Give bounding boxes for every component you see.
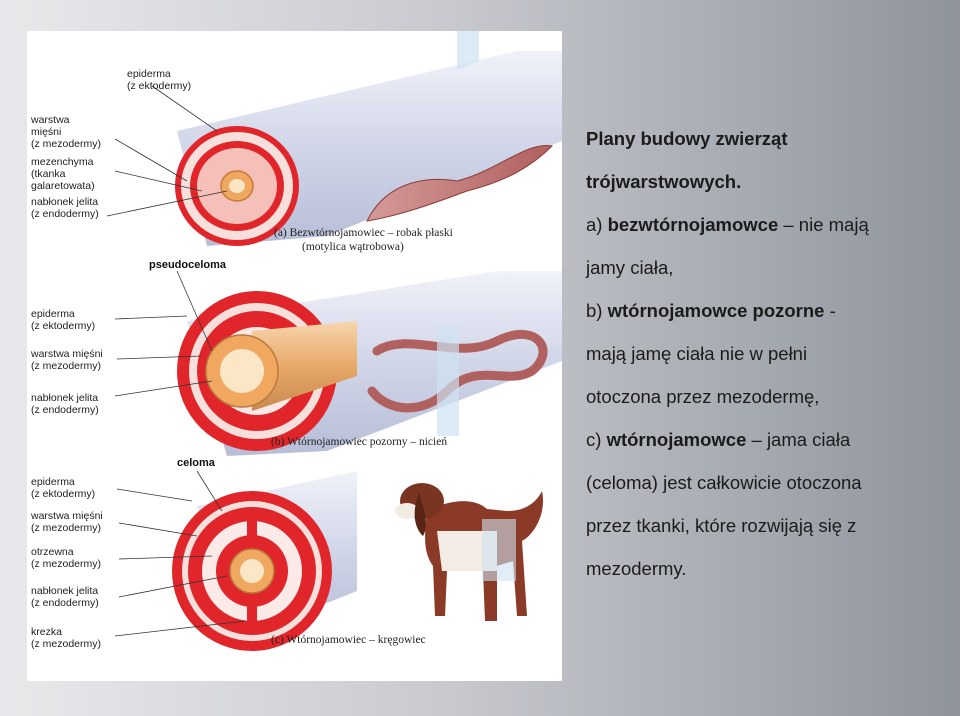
label-c-epiderma-origin: (z ektodermy): [31, 488, 95, 500]
label-a-miesni: mięśni: [31, 126, 61, 138]
item-c-term: wtórnojamowce: [607, 429, 747, 450]
label-b-epiderma: epiderma: [31, 308, 75, 320]
item-b-line-1: b) wtórnojamowce pozorne -: [586, 289, 946, 332]
section-plane-b: [437, 326, 459, 436]
item-a-line-1: a) bezwtórnojamowce – nie mają: [586, 203, 946, 246]
label-b-epiderma-origin: (z ektodermy): [31, 320, 95, 332]
label-b-nablonek: nabłonek jelita: [31, 392, 98, 404]
caption-a-line2: (motylica wątrobowa): [302, 241, 404, 253]
item-b-term: wtórnojamowce pozorne: [608, 300, 825, 321]
body-plan-figure: epiderma (z ektodermy) warstwa mięśni (z…: [27, 31, 562, 681]
label-c-otrzewna: otrzewna: [31, 546, 74, 558]
label-a-epiderma-origin: (z ektodermy): [127, 80, 191, 92]
caption-a: (a) Bezwtórnojamowiec – robak płaski: [274, 227, 453, 239]
item-a-rest: – nie mają: [778, 214, 869, 235]
item-b-rest: -: [824, 300, 835, 321]
label-c-otrzewna-origin: (z mezodermy): [31, 558, 101, 570]
label-b-nablonek-origin: (z endodermy): [31, 404, 99, 416]
item-a-prefix: a): [586, 214, 608, 235]
label-c-warstwa-origin: (z mezodermy): [31, 522, 101, 534]
diagram-c-wtornojamowiec: [115, 471, 543, 651]
item-b-line-3: otoczona przez mezodermę,: [586, 375, 946, 418]
caption-c: (c) Wtórnojamowiec – kręgowiec: [271, 634, 426, 646]
description-text: Plany budowy zwierząt trójwarstwowych. a…: [586, 117, 946, 590]
label-c-krezka: krezka: [31, 626, 62, 638]
label-b-warstwa: warstwa mięśni: [30, 348, 103, 360]
label-c-nablonek-origin: (z endodermy): [31, 597, 99, 609]
label-a-mezenchyma: mezenchyma: [31, 156, 94, 168]
label-b-warstwa-origin: (z mezodermy): [31, 360, 101, 372]
item-b-prefix: b): [586, 300, 608, 321]
label-c-krezka-origin: (z mezodermy): [31, 638, 101, 650]
label-a-warstwa: warstwa: [30, 114, 70, 126]
label-a-nablonek-origin: (z endodermy): [31, 208, 99, 220]
label-b-pseudoceloma: pseudoceloma: [149, 259, 227, 271]
item-b-line-2: mają jamę ciała nie w pełni: [586, 332, 946, 375]
item-c-line-1: c) wtórnojamowce – jama ciała: [586, 418, 946, 461]
slide-title-line-2: trójwarstwowych.: [586, 160, 946, 203]
label-a-tkanka: (tkanka: [31, 168, 66, 180]
item-a-term: bezwtórnojamowce: [608, 214, 779, 235]
slide-title-line-1: Plany budowy zwierząt: [586, 117, 946, 160]
label-c-nablonek: nabłonek jelita: [31, 585, 98, 597]
label-c-warstwa: warstwa mięśni: [30, 510, 103, 522]
item-c-rest: – jama ciała: [746, 429, 850, 450]
item-c-line-4: mezodermy.: [586, 547, 946, 590]
label-a-galaretowata: galaretowata): [31, 180, 95, 192]
diagram-b-wtornojamowiec-pozorny: [115, 271, 562, 456]
item-a-line-2: jamy ciała,: [586, 246, 946, 289]
label-a-epiderma: epiderma: [127, 68, 171, 80]
item-c-line-2: (celoma) jest całkowicie otoczona: [586, 461, 946, 504]
item-c-prefix: c): [586, 429, 607, 450]
label-c-epiderma: epiderma: [31, 476, 75, 488]
caption-b: (b) Wtórnojamowiec pozorny – nicień: [271, 436, 447, 448]
label-a-warstwa-origin: (z mezodermy): [31, 138, 101, 150]
dog-drawing: [395, 483, 543, 621]
diagram-a-bezwtornojamowiec: [107, 31, 562, 246]
section-plane-c: [482, 519, 516, 581]
label-c-celoma: celoma: [177, 457, 216, 469]
label-a-nablonek: nabłonek jelita: [31, 196, 98, 208]
item-c-line-3: przez tkanki, które rozwijają się z: [586, 504, 946, 547]
